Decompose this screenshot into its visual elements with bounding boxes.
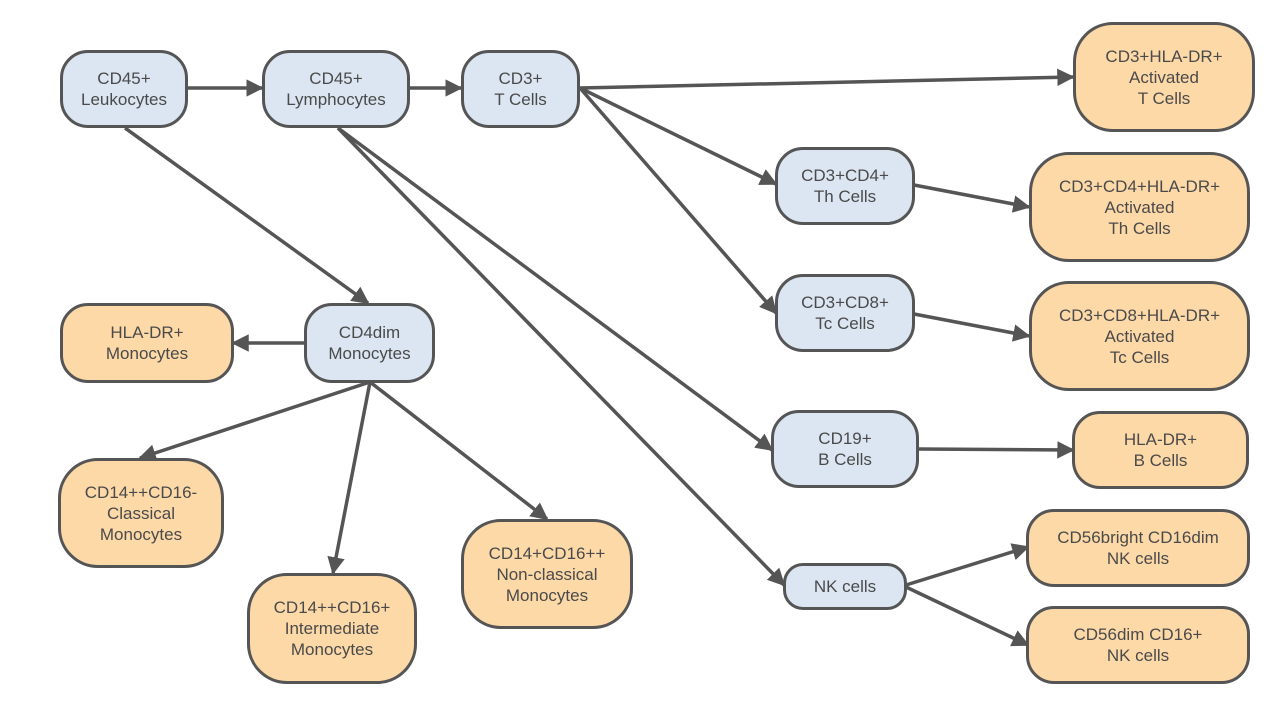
node-label-line: Th Cells: [813, 187, 877, 206]
node-label-line: CD3+HLA-DR+: [1105, 46, 1223, 66]
node-label-line: NK cells: [1106, 646, 1170, 665]
node-nk[interactable]: NK cells: [783, 563, 907, 610]
node-label-line: CD3+CD4+: [801, 166, 889, 185]
node-label-line: Tc Cells: [815, 314, 875, 333]
node-label-line: T Cells: [494, 90, 547, 109]
edge-lymphocytes-nk: [336, 126, 786, 587]
edge-tcells-tc: [578, 86, 778, 315]
node-label-line: Th Cells: [1108, 218, 1171, 238]
edge-tcells-act-tcells: [579, 68, 1075, 90]
node-label-line: Activated: [1104, 197, 1175, 217]
edge-th-act-th: [913, 183, 1031, 213]
edge-bcells-hla-bcells: [917, 441, 1075, 459]
node-label-line: Leukocytes: [81, 90, 167, 109]
node-nk-bright[interactable]: CD56bright CD16dim NK cells: [1026, 509, 1250, 587]
node-label-line: Activated: [1104, 326, 1175, 346]
node-label-line: CD14++CD16-: [84, 482, 198, 502]
node-label-line: CD14+CD16++: [488, 543, 606, 563]
node-tc[interactable]: CD3+CD8+ Tc Cells: [775, 274, 915, 352]
node-label-line: Monocytes: [290, 640, 374, 659]
node-label-line: B Cells: [818, 450, 872, 469]
node-label-line: T Cells: [1137, 88, 1191, 108]
node-th[interactable]: CD3+CD4+ Th Cells: [775, 147, 915, 225]
edge-leukocytes-cd4dim-mono: [123, 126, 370, 305]
node-label-line: Monocytes: [105, 344, 189, 363]
node-hla-mono[interactable]: HLA-DR+ Monocytes: [60, 303, 234, 383]
edge-cd4dim-mono-nonclassical-mono: [368, 380, 549, 521]
node-label-line: HLA-DR+: [1123, 430, 1198, 449]
node-label-line: Monocytes: [99, 524, 183, 544]
node-label-line: CD56bright CD16dim: [1057, 528, 1219, 547]
node-bcells[interactable]: CD19+ B Cells: [771, 410, 919, 488]
node-label-line: Monocytes: [505, 585, 589, 605]
node-label-line: NK cells: [1106, 549, 1170, 568]
node-label-line: B Cells: [1133, 451, 1188, 470]
edge-cd4dim-mono-intermediate-mono: [327, 381, 372, 575]
node-label-line: CD14++CD16+: [273, 598, 391, 617]
node-label-line: Monocytes: [328, 344, 411, 363]
node-label-line: CD4dim: [338, 323, 401, 342]
node-tcells[interactable]: CD3+ T Cells: [461, 50, 580, 128]
node-nk-dim[interactable]: CD56dim CD16+ NK cells: [1026, 606, 1250, 684]
node-lymphocytes[interactable]: CD45+ Lymphocytes: [262, 50, 410, 128]
node-label-line: NK cells: [813, 577, 877, 596]
node-leukocytes[interactable]: CD45+ Leukocytes: [60, 50, 188, 128]
node-hla-bcells[interactable]: HLA-DR+ B Cells: [1072, 411, 1249, 489]
node-label-line: Tc Cells: [1109, 347, 1170, 367]
node-label-line: Non-classical: [496, 564, 598, 584]
edge-lymphocytes-bcells: [336, 126, 774, 452]
node-label-line: Intermediate: [284, 619, 380, 638]
node-label-line: Activated: [1129, 67, 1199, 87]
node-label-line: CD45+: [309, 69, 363, 88]
node-label-line: CD3+CD4+HLA-DR+: [1058, 176, 1221, 196]
edge-tcells-th: [579, 86, 778, 186]
node-label-line: Classical: [106, 503, 176, 523]
edge-nk-nk-bright: [905, 543, 1030, 587]
node-label-line: CD45+: [97, 69, 151, 88]
edge-nk-nk-dim: [905, 585, 1030, 647]
node-label-line: Lymphocytes: [286, 90, 386, 109]
node-label-line: CD3+CD8+HLA-DR+: [1058, 305, 1221, 325]
node-label-line: CD3+CD8+: [801, 293, 889, 312]
node-label-line: HLA-DR+: [110, 323, 184, 342]
edge-tc-act-tc: [913, 312, 1031, 342]
node-label-line: CD19+: [818, 429, 872, 448]
edge-cd4dim-mono-classical-mono: [138, 380, 371, 462]
node-label-line: CD3+: [498, 69, 543, 88]
node-label-line: CD56dim CD16+: [1073, 625, 1203, 644]
